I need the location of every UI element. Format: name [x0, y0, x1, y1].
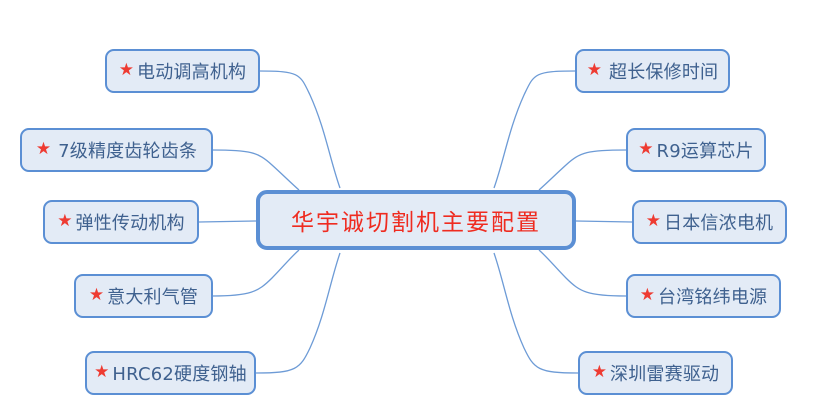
star-icon: ★ — [645, 210, 662, 231]
branch-node-right-4[interactable]: ★ 台湾铭纬电源 — [626, 274, 781, 318]
branch-node-left-4[interactable]: ★ 意大利气管 — [74, 274, 213, 318]
star-icon: ★ — [118, 59, 135, 80]
branch-node-label: 意大利气管 — [107, 287, 199, 308]
connector-left-2 — [211, 149, 300, 191]
star-icon: ★ — [57, 210, 73, 231]
branch-node-label: 日本信浓电机 — [664, 213, 774, 234]
star-icon: ★ — [638, 138, 654, 159]
branch-node-left-2[interactable]: ★ 7级精度齿轮齿条 — [20, 128, 213, 172]
branch-node-label: 电动调高机构 — [137, 62, 247, 83]
branch-node-label: 7级精度齿轮齿条 — [58, 141, 198, 162]
branch-node-right-2[interactable]: ★ R9运算芯片 — [626, 128, 766, 172]
center-node[interactable]: 华宇诚切割机主要配置 — [256, 190, 576, 250]
star-icon: ★ — [94, 361, 110, 382]
branch-node-label: 台湾铭纬电源 — [658, 287, 768, 308]
star-icon: ★ — [591, 361, 608, 382]
branch-node-right-3[interactable]: ★ 日本信浓电机 — [632, 200, 787, 244]
connector-right-4 — [538, 249, 627, 297]
connector-right-1 — [493, 70, 576, 189]
star-icon: ★ — [639, 284, 656, 305]
branch-node-label: HRC62硬度钢轴 — [112, 364, 247, 385]
connector-right-5 — [493, 252, 579, 374]
branch-node-label: R9运算芯片 — [656, 141, 754, 162]
star-icon: ★ — [35, 138, 52, 159]
branch-node-left-5[interactable]: ★ HRC62硬度钢轴 — [85, 351, 256, 395]
branch-node-label: 弹性传动机构 — [75, 213, 185, 234]
center-node-label: 华宇诚切割机主要配置 — [291, 210, 541, 236]
branch-node-right-5[interactable]: ★ 深圳雷赛驱动 — [578, 351, 733, 395]
branch-node-label: 超长保修时间 — [609, 62, 719, 83]
connector-left-3 — [198, 220, 257, 223]
connector-left-4 — [211, 249, 300, 297]
star-icon: ★ — [586, 59, 603, 80]
star-icon: ★ — [88, 284, 105, 305]
connector-right-3 — [575, 220, 633, 223]
branch-node-left-1[interactable]: ★ 电动调高机构 — [105, 49, 260, 93]
branch-node-left-3[interactable]: ★ 弹性传动机构 — [43, 200, 199, 244]
branch-node-right-1[interactable]: ★ 超长保修时间 — [575, 49, 730, 93]
connector-left-5 — [255, 252, 341, 374]
branch-node-label: 深圳雷赛驱动 — [610, 364, 720, 385]
connector-right-2 — [538, 149, 627, 191]
connector-left-1 — [258, 70, 341, 189]
